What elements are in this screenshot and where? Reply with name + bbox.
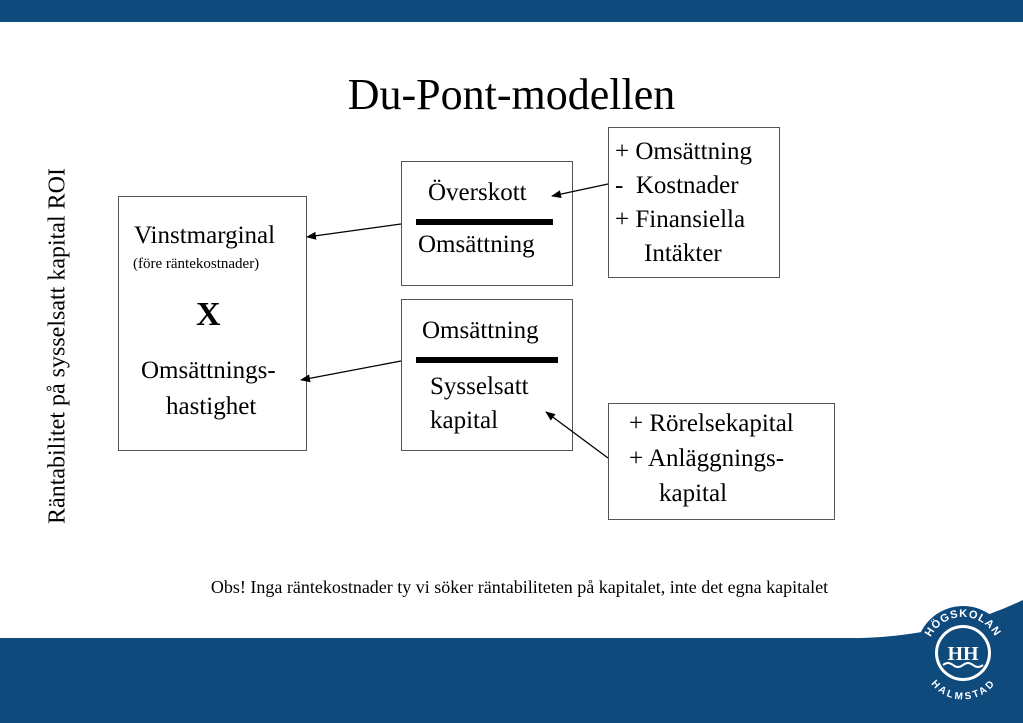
kapital-denominator: kapital [430,407,499,434]
page-title: Du-Pont-modellen [347,70,676,119]
arrow-upper-to-vinstmarginal [306,223,402,240]
kapital-item: kapital [659,480,728,507]
finansiella-item: + Finansiella [615,206,746,233]
anlaggnings-item: + Anläggnings- [629,445,785,472]
omsattnings-label: Omsättnings- [141,357,276,384]
kostnader-item: - Kostnader [615,172,739,199]
capital-components-box [608,403,835,520]
arrow-lower-to-omsattningshastighet [300,360,402,383]
omsattning-item: + Omsättning [615,138,753,165]
income-components-box [608,127,780,278]
top-header-bar [0,0,1023,22]
left-formula-box [118,196,307,451]
overskott-numerator: Överskott [428,179,527,206]
arrow-income-to-overskott [551,183,609,199]
intakter-item: Intäkter [644,240,722,267]
lower-fraction-box [401,299,573,451]
footer-bar [0,600,1023,723]
omsattning-denominator: Omsättning [418,231,535,258]
fore-rantekostnader-label: (före räntekostnader) [133,256,260,272]
omsattning-numerator: Omsättning [422,317,539,344]
lower-fraction-line [416,357,558,363]
arrow-capital-to-sysselsatt [545,411,609,459]
logo-wave-icon [942,662,984,668]
sysselsatt-denominator: Sysselsatt [430,373,529,400]
upper-fraction-line [416,219,553,225]
multiply-operator: X [196,296,221,333]
hogskolan-halmstad-logo: HÖGSKOLAN HALMSTAD HH [916,606,1010,703]
logo-center-text: HH [947,643,979,665]
hastighet-label: hastighet [166,393,257,420]
vinstmarginal-label: Vinstmarginal [134,222,276,249]
footnote: Obs! Inga räntekostnader ty vi söker rän… [210,577,829,597]
rorelsekapital-item: + Rörelsekapital [629,410,794,437]
